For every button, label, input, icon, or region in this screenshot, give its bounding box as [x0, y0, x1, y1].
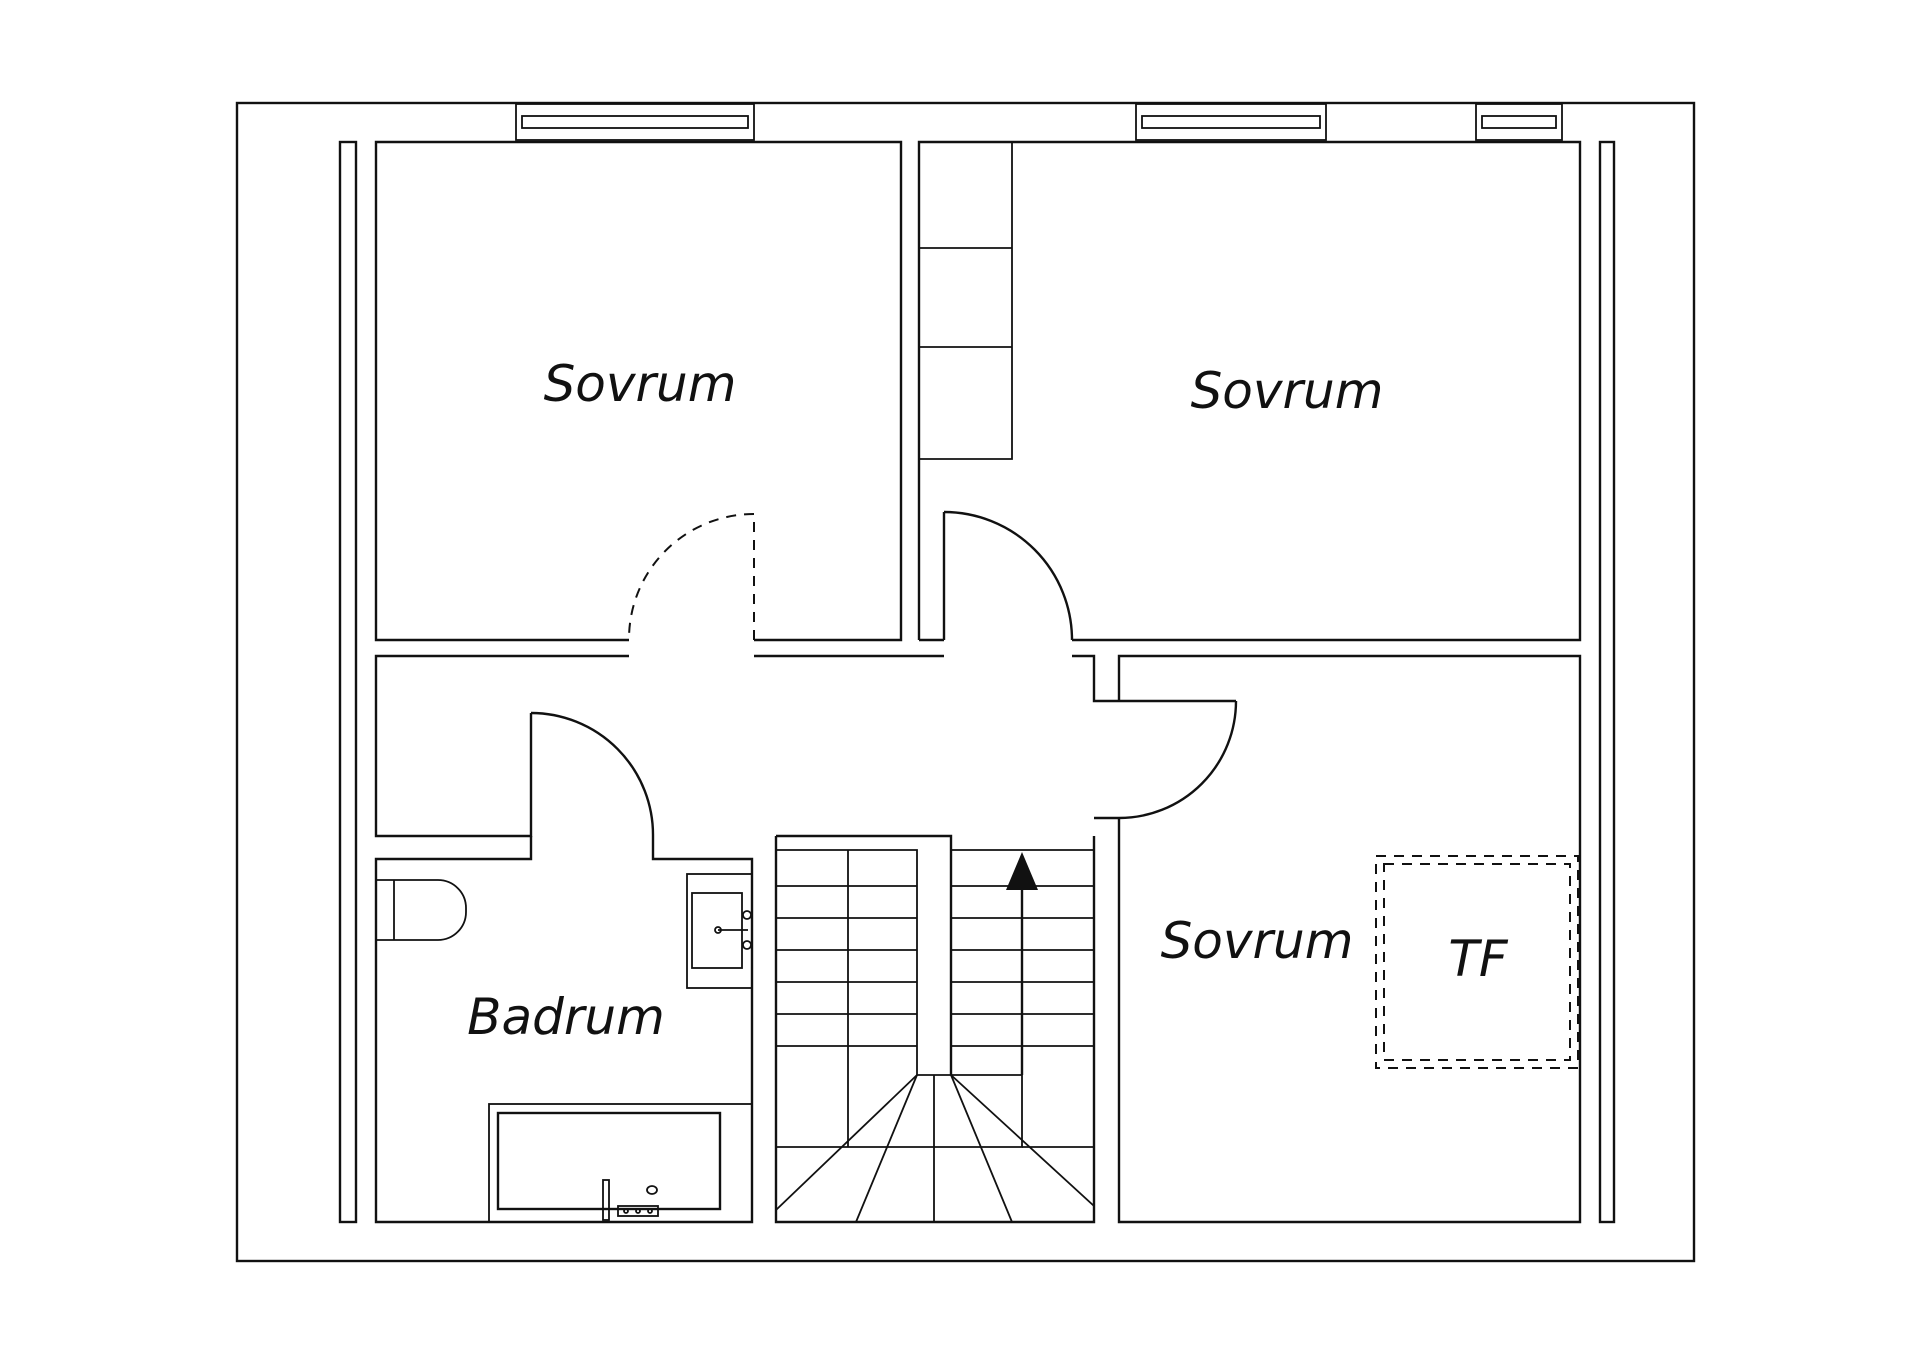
bedroom-top-right-walls: [917, 140, 1582, 642]
stair-direction-arrow-icon: [1006, 852, 1038, 1075]
bedroom-bottom-right-walls: [1117, 654, 1582, 1224]
room-label-bathroom: Badrum: [467, 988, 665, 1046]
wardrobe: [919, 142, 1013, 460]
room-label-bedroom-bottom-right: Sovrum: [1161, 912, 1354, 970]
right-wall-strip: [1598, 140, 1616, 1224]
door-bedroom-bottom-right: [1094, 699, 1238, 820]
hallway-wall-right: [1072, 654, 1119, 703]
door-bathroom: [530, 711, 655, 837]
door-bedroom-top-left: [627, 513, 755, 641]
room-label-bedroom-top-right: Sovrum: [1191, 362, 1384, 420]
door-bedroom-top-right: [942, 510, 1074, 641]
bathtub-icon: [488, 1103, 753, 1223]
room-label-laundry: TF: [1448, 930, 1509, 988]
window-right: [1475, 103, 1563, 141]
laundry-area: [1375, 855, 1579, 1069]
bedroom-top-left-walls: [374, 140, 903, 642]
room-label-bedroom-top-left: Sovrum: [544, 355, 737, 413]
sink-icon: [686, 873, 753, 989]
staircase: [774, 834, 1096, 1224]
left-wall-strip: [338, 140, 358, 1224]
window-left: [515, 103, 755, 141]
toilet-icon: [376, 879, 467, 941]
window-middle: [1135, 103, 1327, 141]
outer-wall: [235, 101, 1696, 1263]
hallway-walls: [374, 654, 629, 838]
